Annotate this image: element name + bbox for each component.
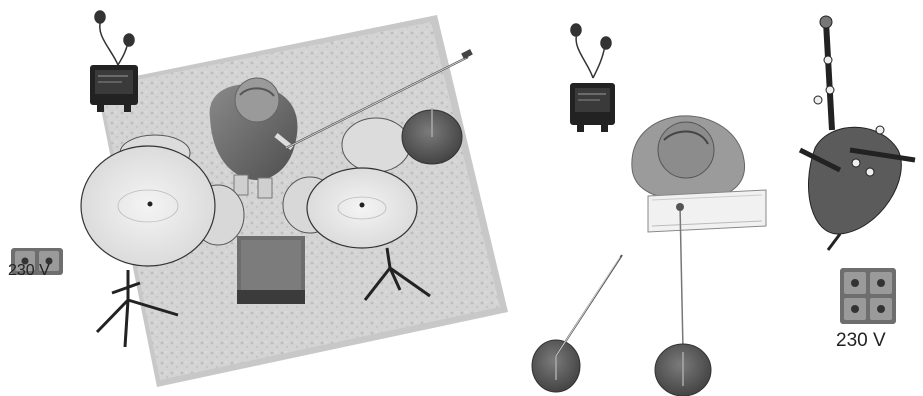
drummer xyxy=(209,77,298,199)
socket-voltage-label-right: 230 V xyxy=(836,330,886,351)
earphones-icon xyxy=(94,10,135,66)
instrument-case xyxy=(647,189,767,233)
ride-cymbal-right xyxy=(306,167,418,249)
power-socket-icon xyxy=(840,268,896,324)
cymbal-stand-right xyxy=(363,247,431,301)
cymbal-dark-right xyxy=(401,108,463,165)
bagpipes-icon xyxy=(798,15,916,251)
kick-drum xyxy=(237,236,305,304)
iem-pack-icon xyxy=(570,83,615,132)
tom-2 xyxy=(341,117,411,173)
cymbal-stand-left xyxy=(95,270,179,348)
boom-microphone-icon xyxy=(285,49,473,149)
power-socket-icon xyxy=(11,248,63,275)
crash-cymbal-left xyxy=(80,145,216,267)
iem-pack-icon xyxy=(90,65,138,112)
mic-stand-base-right xyxy=(654,343,712,396)
mic-stand-base-left xyxy=(531,254,623,393)
musician xyxy=(631,115,746,201)
socket-voltage-label-left: 230 V xyxy=(8,262,50,279)
mic-cable xyxy=(679,204,684,351)
earphones-icon xyxy=(570,23,612,79)
